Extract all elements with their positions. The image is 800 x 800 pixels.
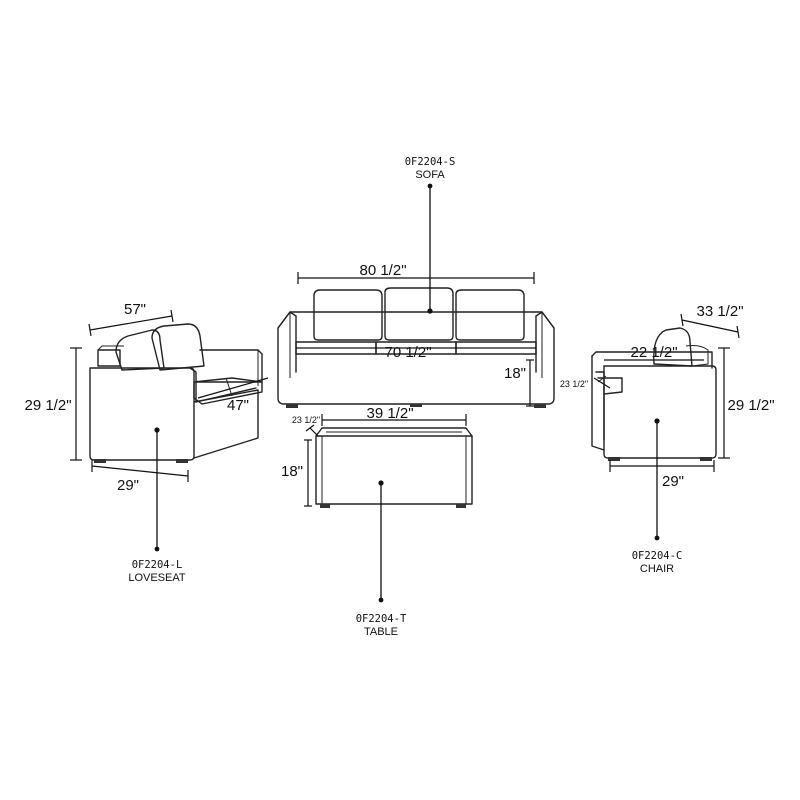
chair-width-label: 33 1/2" bbox=[696, 303, 743, 320]
chair-code: 0F2204-C bbox=[632, 550, 683, 562]
chair-height-dimension-line bbox=[718, 347, 730, 459]
loveseat-depth-dimension-line bbox=[91, 460, 189, 482]
chair-leader-dot-top bbox=[654, 418, 660, 424]
sofa-name: SOFA bbox=[415, 169, 445, 181]
table-width-label: 39 1/2" bbox=[366, 405, 413, 422]
loveseat-depth-label: 29" bbox=[117, 477, 139, 494]
chair-width-dimension-line bbox=[680, 313, 740, 339]
table-depth-dimension-line bbox=[305, 424, 319, 437]
sofa-drawing bbox=[277, 287, 555, 408]
chair-seat-depth-dimension-line bbox=[593, 377, 611, 389]
table-code: 0F2204-T bbox=[356, 613, 407, 625]
chair-depth-dimension-line bbox=[609, 460, 715, 472]
sofa-seat-height-label: 18" bbox=[504, 365, 526, 382]
chair-seat-width-label: 22 1/2" bbox=[630, 344, 677, 361]
chair-seat-depth-label: 23 1/2" bbox=[560, 379, 588, 389]
loveseat-width-dimension-line bbox=[88, 309, 174, 337]
loveseat-drawing bbox=[89, 323, 263, 463]
table-drawing bbox=[315, 427, 473, 508]
table-width-dimension-line bbox=[321, 414, 467, 426]
table-height-dimension-line bbox=[304, 439, 312, 507]
table-leader-dot-bottom bbox=[378, 597, 384, 603]
chair-drawing bbox=[591, 327, 717, 461]
chair-height-label: 29 1/2" bbox=[727, 397, 774, 414]
chair-name: CHAIR bbox=[640, 563, 674, 575]
sofa-width-label: 80 1/2" bbox=[359, 262, 406, 279]
loveseat-height-dimension-line bbox=[70, 347, 82, 461]
table-depth-label: 23 1/2" bbox=[292, 415, 320, 425]
loveseat-width-label: 57" bbox=[124, 301, 146, 318]
table-leader-dot-top bbox=[378, 480, 384, 486]
chair-depth-label: 29" bbox=[662, 473, 684, 490]
sofa-leader-dot-bottom bbox=[427, 308, 433, 314]
loveseat-seat-width-label: 47" bbox=[227, 397, 249, 414]
loveseat-seat-width-dimension-line bbox=[197, 377, 269, 399]
table-height-label: 18" bbox=[281, 463, 303, 480]
sofa-code: 0F2204-S bbox=[405, 156, 456, 168]
sofa-leader-dot-top bbox=[427, 183, 433, 189]
sofa-seat-width-label: 70 1/2" bbox=[384, 344, 431, 361]
chair-leader-dot-bottom bbox=[654, 535, 660, 541]
sofa-width-dimension-line bbox=[297, 272, 535, 284]
loveseat-name: LOVESEAT bbox=[128, 572, 186, 584]
table-name: TABLE bbox=[364, 626, 398, 638]
sofa-seat-height-dimension-line bbox=[526, 359, 534, 407]
loveseat-leader-dot-bottom bbox=[154, 546, 160, 552]
loveseat-height-label: 29 1/2" bbox=[24, 397, 71, 414]
loveseat-code: 0F2204-L bbox=[132, 559, 183, 571]
loveseat-leader-dot-top bbox=[154, 427, 160, 433]
